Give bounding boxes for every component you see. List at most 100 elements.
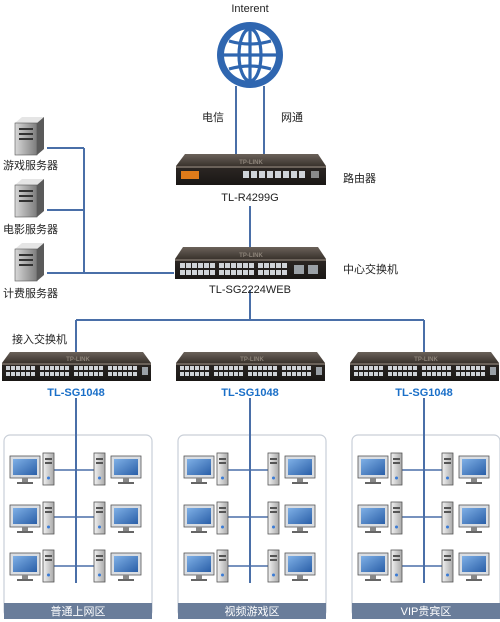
pc-workstation bbox=[267, 452, 316, 486]
router-badge bbox=[181, 171, 199, 179]
pc-workstation bbox=[441, 501, 490, 535]
computer-tower-icon bbox=[93, 549, 106, 583]
access-layer-label: 接入交换机 bbox=[12, 332, 67, 346]
pc-workstation bbox=[93, 501, 142, 535]
pc-workstation bbox=[183, 501, 229, 535]
monitor-icon bbox=[284, 504, 316, 533]
access-switch-device: TP-LINK bbox=[2, 352, 151, 381]
access-switch-brand-logo: TP-LINK bbox=[240, 357, 264, 363]
access-zone-2: TP-LINK TL-SG1048 视频游戏区 bbox=[176, 352, 327, 619]
pc-workstation bbox=[9, 501, 55, 535]
isp-link-label-1: 电信 bbox=[202, 111, 224, 124]
access-switch-device: TP-LINK bbox=[350, 352, 499, 381]
access-switch-model: TL-SG1048 bbox=[395, 387, 452, 399]
isp-link-label-2: 网通 bbox=[281, 111, 303, 124]
monitor-icon bbox=[9, 455, 41, 484]
monitor-icon bbox=[9, 504, 41, 533]
computer-tower-icon bbox=[390, 452, 403, 486]
computer-tower-icon bbox=[267, 549, 280, 583]
server-label: 游戏服务器 bbox=[3, 159, 58, 172]
pc-workstation bbox=[357, 452, 403, 486]
server-tower-icon bbox=[14, 179, 44, 218]
monitor-icon bbox=[458, 455, 490, 484]
monitor-icon bbox=[284, 455, 316, 484]
server-2: 电影服务器 bbox=[3, 179, 58, 236]
pc-workstation bbox=[441, 452, 490, 486]
computer-tower-icon bbox=[441, 452, 454, 486]
pc-workstation bbox=[93, 549, 142, 583]
pc-workstation bbox=[9, 452, 55, 486]
pc-workstation bbox=[93, 452, 142, 486]
monitor-icon bbox=[110, 455, 142, 484]
computer-tower-icon bbox=[390, 501, 403, 535]
access-switch-groups: TP-LINK TL-SG1048 普通上网区 TP-LINK TL-SG1048 视频游… bbox=[2, 352, 500, 619]
router-model: TL-R4299G bbox=[221, 192, 278, 204]
monitor-icon bbox=[357, 455, 389, 484]
access-switch-port-group bbox=[6, 366, 137, 376]
core-switch-brand-logo: TP-LINK bbox=[239, 253, 263, 259]
access-switch-model: TL-SG1048 bbox=[221, 387, 278, 399]
monitor-icon bbox=[110, 552, 142, 581]
computer-tower-icon bbox=[441, 549, 454, 583]
access-switch-port-group bbox=[180, 366, 311, 376]
router-device: TP-LINK bbox=[176, 154, 326, 185]
router-role: 路由器 bbox=[343, 171, 376, 185]
computer-tower-icon bbox=[216, 452, 229, 486]
monitor-icon bbox=[9, 552, 41, 581]
pc-workstation bbox=[9, 549, 55, 583]
zone-banner bbox=[352, 603, 500, 619]
computer-tower-icon bbox=[93, 452, 106, 486]
zone-label: VIP贵宾区 bbox=[401, 604, 452, 618]
server-1: 游戏服务器 bbox=[3, 117, 58, 172]
access-switch-model: TL-SG1048 bbox=[47, 387, 104, 399]
computer-tower-icon bbox=[42, 501, 55, 535]
core-switch-role: 中心交换机 bbox=[343, 262, 398, 276]
router-port-group bbox=[243, 171, 305, 178]
zone-banner bbox=[178, 603, 326, 619]
server-3: 计费服务器 bbox=[3, 243, 58, 300]
server-tower-icon bbox=[14, 243, 44, 282]
pc-workstation bbox=[441, 549, 490, 583]
pc-workstation bbox=[357, 549, 403, 583]
computer-tower-icon bbox=[441, 501, 454, 535]
pc-workstation bbox=[267, 549, 316, 583]
access-switch-device: TP-LINK bbox=[176, 352, 325, 381]
server-tower-icon bbox=[14, 117, 44, 156]
router-brand-logo: TP-LINK bbox=[239, 160, 263, 166]
computer-tower-icon bbox=[267, 501, 280, 535]
globe-icon bbox=[217, 22, 283, 88]
pc-workstation bbox=[267, 501, 316, 535]
pc-workstation bbox=[183, 452, 229, 486]
zone-label: 视频游戏区 bbox=[225, 604, 280, 618]
pc-workstation bbox=[357, 501, 403, 535]
computer-tower-icon bbox=[42, 452, 55, 486]
computer-tower-icon bbox=[216, 549, 229, 583]
internet-label: Interent bbox=[231, 3, 268, 15]
pc-workstation bbox=[183, 549, 229, 583]
core-switch-model: TL-SG2224WEB bbox=[209, 284, 291, 296]
access-switch-brand-logo: TP-LINK bbox=[414, 357, 438, 363]
monitor-icon bbox=[110, 504, 142, 533]
monitor-icon bbox=[183, 504, 215, 533]
monitor-icon bbox=[357, 504, 389, 533]
computer-tower-icon bbox=[93, 501, 106, 535]
internet-node: Interent bbox=[217, 3, 283, 88]
computer-tower-icon bbox=[216, 501, 229, 535]
monitor-icon bbox=[458, 504, 490, 533]
zone-label: 普通上网区 bbox=[51, 604, 106, 618]
monitor-icon bbox=[183, 455, 215, 484]
monitor-icon bbox=[284, 552, 316, 581]
monitor-icon bbox=[357, 552, 389, 581]
server-label: 电影服务器 bbox=[3, 223, 58, 236]
access-zone-1: TP-LINK TL-SG1048 普通上网区 bbox=[2, 352, 153, 619]
server-label: 计费服务器 bbox=[3, 287, 58, 300]
core-switch-device: TP-LINK bbox=[175, 247, 326, 279]
monitor-icon bbox=[458, 552, 490, 581]
zone-banner bbox=[4, 603, 152, 619]
core-switch-port-group bbox=[180, 263, 287, 275]
connection-lines bbox=[47, 86, 425, 352]
computer-tower-icon bbox=[390, 549, 403, 583]
